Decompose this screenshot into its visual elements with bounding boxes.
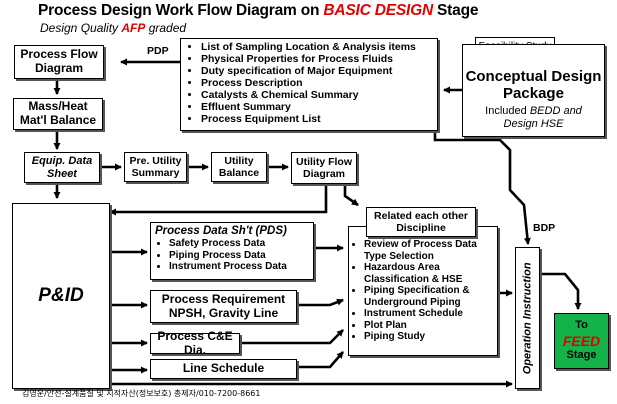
pdp-item: Effluent Summary (201, 101, 416, 113)
review-item: Piping Specification & Underground Pipin… (364, 285, 494, 308)
mass-heat-balance-box[interactable]: Mass/Heat Mat'l Balance (13, 98, 103, 130)
pdp-item: Duty specification of Major Equipment (201, 65, 416, 77)
page-subtitle: Design Quality AFP graded (40, 21, 187, 35)
page-title: Process Design Work Flow Diagram on BASI… (38, 2, 479, 19)
utility-flow-diagram-box[interactable]: Utility Flow Diagram (291, 152, 357, 184)
arrow-requirement-to-review (298, 298, 344, 307)
footer-credit: 김영운/안전-설계품질 및 지적자산(정보보호) 총제자/010-7200-86… (22, 389, 261, 398)
utility-balance-label: Utility Balance (218, 154, 260, 179)
utility-balance-box[interactable]: Utility Balance (211, 152, 267, 182)
process-requirement-line1: Process Requirement (161, 291, 286, 306)
operation-instruction-box[interactable]: Operation Instruction (515, 247, 540, 389)
process-flow-diagram-box[interactable]: Process Flow Diagram (14, 45, 104, 79)
mass-heat-balance-label: Mass/Heat Mat'l Balance (19, 99, 97, 127)
to-feed-stage-box[interactable]: To FEED Stage (554, 313, 609, 369)
pdp-items-list: List of Sampling Location & Analysis ite… (187, 41, 416, 125)
feed-word: FEED (562, 332, 601, 349)
arrow-utilityflow-to-pid (109, 186, 328, 216)
equip-data-sheet-label: Equip. Data Sheet (31, 154, 93, 180)
pre-utility-summary-box[interactable]: Pre. Utility Summary (124, 152, 187, 182)
line-schedule-box[interactable]: Line Schedule (150, 359, 297, 379)
pre-utility-summary-label: Pre. Utility Summary (129, 154, 182, 179)
operation-instruction-label: Operation Instruction (521, 262, 534, 374)
line-schedule-label: Line Schedule (182, 361, 265, 376)
conceptual-design-title: Conceptual Design Package (465, 67, 602, 102)
conceptual-design-package-box[interactable]: Conceptual Design Package Included BEDD … (462, 44, 605, 137)
pdp-label: PDP (147, 45, 169, 57)
pid-box[interactable]: P&ID (12, 203, 110, 389)
arrow-utilityflow-to-discipline (343, 186, 359, 207)
pdp-items-box[interactable]: List of Sampling Location & Analysis ite… (180, 38, 438, 131)
arrow-ce-to-review (240, 329, 344, 345)
utility-flow-diagram-label: Utility Flow Diagram (296, 155, 352, 180)
pds-item: Piping Process Data (169, 250, 287, 262)
pdp-item: List of Sampling Location & Analysis ite… (201, 41, 416, 53)
pds-item: Safety Process Data (169, 238, 287, 250)
review-item: Review of Process Data Type Selection (364, 239, 494, 262)
review-item: Plot Plan (364, 320, 494, 332)
pdp-item: Process Description (201, 77, 416, 89)
pid-label: P&ID (38, 285, 84, 307)
arrow-operation-to-feed (540, 272, 582, 310)
process-ce-diagram-box[interactable]: Process C&E Dia. (150, 329, 240, 356)
review-item: Piping Study (364, 331, 494, 343)
equip-data-sheet-box[interactable]: Equip. Data Sheet (24, 152, 100, 183)
process-requirement-box[interactable]: Process Requirement NPSH, Gravity Line (150, 290, 297, 323)
feed-stage: Stage (566, 349, 597, 362)
pds-items-list: Safety Process DataPiping Process DataIn… (157, 238, 287, 273)
review-item: Hazardous Area Classification & HSE (364, 262, 494, 285)
review-items-box[interactable]: Review of Process Data Type SelectionHaz… (348, 226, 498, 356)
related-discipline-label-front: Related each other Discipline (374, 209, 468, 234)
arrow-pdp-to-operation (433, 132, 531, 245)
process-data-sheet-box[interactable]: Process Data Sh't (PDS) Safety Process D… (150, 222, 314, 280)
conceptual-included: Included BEDD and Design HSE (485, 105, 582, 131)
pdp-item: Physical Properties for Process Fluids (201, 53, 416, 65)
review-items-list: Review of Process Data Type SelectionHaz… (353, 239, 494, 343)
process-ce-label: Process C&E Dia. (157, 328, 233, 357)
pdp-item: Process Equipment List (201, 113, 416, 125)
review-item: Instrument Schedule (364, 308, 494, 320)
pds-item: Instrument Process Data (169, 261, 287, 273)
process-requirement-line2: NPSH, Gravity Line (168, 305, 279, 320)
arrow-lineschedule-to-review (298, 351, 344, 369)
process-flow-diagram-label: Process Flow Diagram (20, 47, 98, 75)
feed-to: To (575, 319, 588, 332)
pdp-item: Catalysts & Chemical Summary (201, 89, 416, 101)
related-discipline-box-front[interactable]: Related each other Discipline (366, 207, 476, 237)
pds-title: Process Data Sh't (PDS) (155, 225, 287, 237)
bdp-label: BDP (533, 222, 556, 234)
